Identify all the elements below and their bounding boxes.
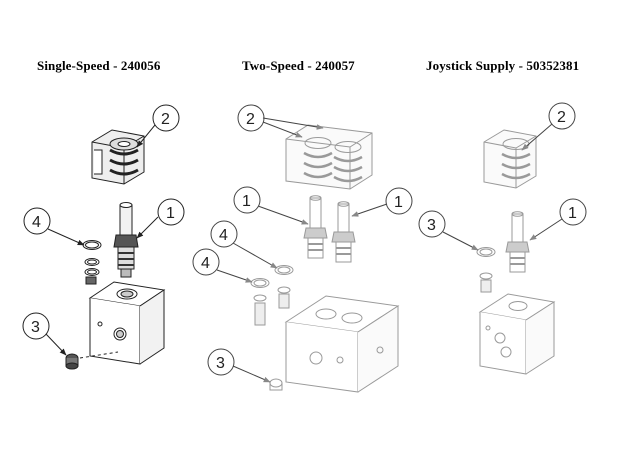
callout-label-3: 3 (216, 355, 225, 372)
manifold-block (88, 281, 166, 365)
callouts-two-speed (192, 104, 413, 383)
callout-3 (207, 348, 271, 383)
cartridge-valve-part (303, 195, 328, 259)
callout-4 (210, 220, 278, 269)
callout-2 (136, 104, 180, 148)
callout-label-4: 4 (219, 227, 228, 244)
callout-label-1: 1 (394, 194, 403, 211)
callout-labels-single-speed: 2 4 1 3 (31, 111, 175, 336)
manifold-block (478, 293, 556, 375)
callout-label-2: 2 (161, 111, 170, 128)
callout-labels-joystick-supply: 2 3 1 (427, 109, 577, 234)
callout-3 (22, 312, 67, 356)
callout-labels-two-speed: 2 1 1 4 4 3 (201, 111, 403, 372)
o-ring-part (476, 247, 496, 293)
callout-1 (351, 187, 413, 217)
callout-label-1: 1 (166, 205, 175, 222)
panel-title-two-speed: Two-Speed - 240057 (242, 58, 355, 73)
callout-label-4: 4 (32, 214, 41, 231)
callout-1 (233, 186, 309, 225)
panel-title-single-speed: Single-Speed - 240056 (37, 58, 161, 73)
o-ring-part (82, 240, 102, 285)
callout-1 (136, 198, 185, 239)
callout-label-3: 3 (31, 319, 40, 336)
callout-1 (529, 198, 587, 241)
plug-part (65, 351, 119, 370)
o-ring-part (250, 265, 294, 326)
cartridge-valve-part (113, 202, 139, 278)
callout-3 (418, 210, 479, 251)
cartridge-valve-part (505, 211, 530, 273)
coil-part (91, 129, 145, 185)
callout-2 (237, 104, 324, 138)
callout-label-1: 1 (242, 193, 251, 210)
manifold-block (284, 295, 400, 393)
panel-two-speed (250, 124, 400, 393)
callout-4 (23, 207, 85, 246)
double-coil-part (285, 124, 373, 190)
panel-title-joystick-supply: Joystick Supply - 50352381 (426, 58, 580, 73)
callout-label-3: 3 (427, 217, 436, 234)
panel-single-speed (22, 104, 185, 370)
panel-joystick-supply (476, 129, 556, 375)
callout-label-2: 2 (557, 109, 566, 126)
callouts-joystick-supply (418, 102, 587, 251)
plug-part (269, 378, 283, 391)
cartridge-valve-part (331, 201, 356, 263)
callout-label-4: 4 (201, 255, 210, 272)
callout-2 (521, 102, 576, 151)
coil-part (483, 129, 537, 189)
callout-label-1: 1 (568, 205, 577, 222)
callout-label-2: 2 (246, 111, 255, 128)
callout-4 (192, 248, 253, 283)
